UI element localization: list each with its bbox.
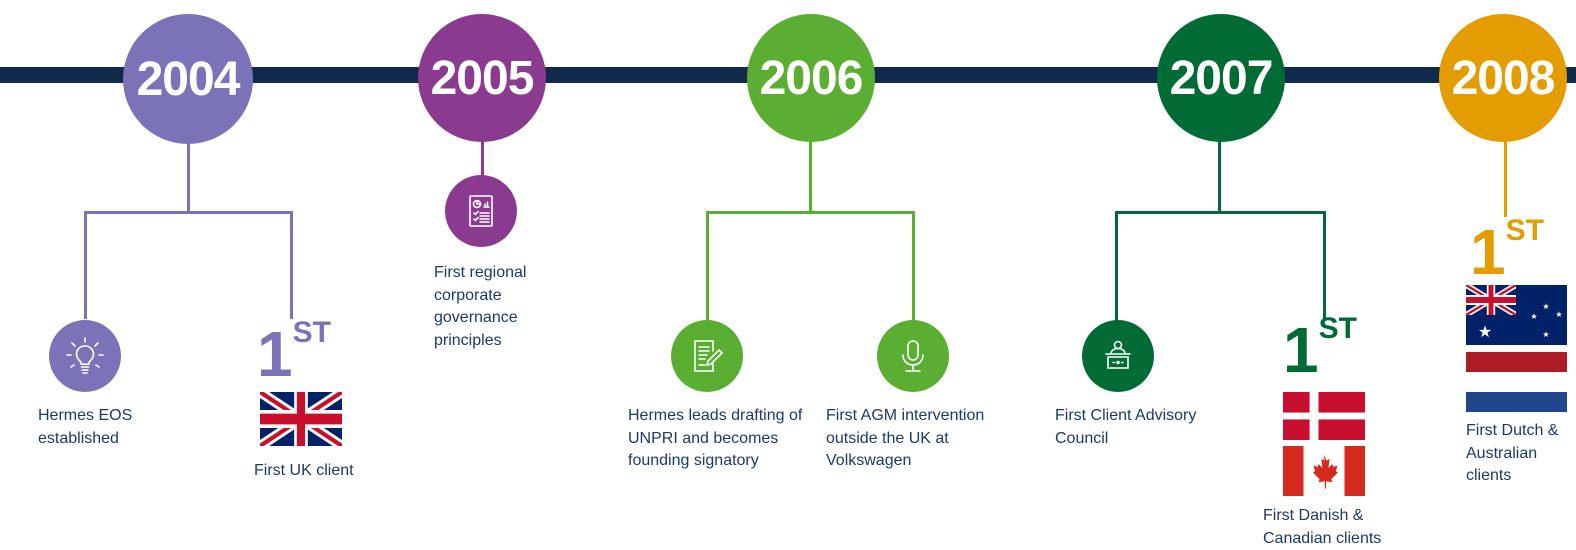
year-2008-badge: 2008 xyxy=(1439,14,1567,142)
milestone-agm-text: First AGM intervention outside the UK at… xyxy=(826,407,985,469)
svg-text:★: ★ xyxy=(1555,310,1562,319)
first-ordinal-uk: 1ST xyxy=(257,316,331,390)
year-2005-badge: 2005 xyxy=(418,14,546,142)
svg-text:★: ★ xyxy=(1542,330,1549,339)
microphone-icon xyxy=(877,320,949,392)
branch-2007-left xyxy=(1115,211,1118,321)
year-2004-badge: 2004 xyxy=(123,14,253,144)
svg-text:★: ★ xyxy=(1478,324,1492,341)
denmark-flag-icon xyxy=(1283,392,1365,440)
branch-2006 xyxy=(706,211,915,214)
first-ordinal-dutch: 1ST xyxy=(1470,214,1544,288)
branch-2004-left xyxy=(84,211,87,319)
connector-2006 xyxy=(809,140,812,214)
year-2006-badge: 2006 xyxy=(747,14,875,142)
branch-2004-right xyxy=(290,211,293,319)
connector-2005 xyxy=(481,140,484,178)
branch-2006-right xyxy=(912,211,915,321)
podium-speaker-icon xyxy=(1082,320,1154,392)
milestone-uk-text: First UK client xyxy=(254,462,354,479)
uk-flag-icon xyxy=(260,392,342,446)
milestone-eos-text: Hermes EOS established xyxy=(38,407,133,447)
netherlands-flag-icon xyxy=(1466,352,1567,412)
milestone-dutch-text: First Dutch & Australian clients xyxy=(1466,422,1559,484)
connector-2008 xyxy=(1504,140,1507,217)
australia-flag-icon: ★ ★ ★ ★ ★ xyxy=(1466,285,1567,345)
svg-text:★: ★ xyxy=(1530,312,1537,321)
first-ordinal-danish: 1ST xyxy=(1283,312,1357,386)
connector-2007 xyxy=(1218,140,1221,214)
svg-text:★: ★ xyxy=(1542,302,1549,311)
milestone-regional-text: First regional corporate governance prin… xyxy=(434,264,527,349)
milestone-unpri-text: Hermes leads drafting of UNPRI and becom… xyxy=(628,407,803,469)
milestone-council-text: First Client Advisory Council xyxy=(1055,407,1197,447)
branch-2007 xyxy=(1115,211,1326,214)
connector-2004 xyxy=(187,140,190,214)
year-2007-badge: 2007 xyxy=(1157,14,1285,142)
lightbulb-icon xyxy=(49,320,121,392)
document-pen-icon xyxy=(671,320,743,392)
branch-2004 xyxy=(84,211,293,214)
branch-2006-left xyxy=(706,211,709,321)
branch-2007-right xyxy=(1323,211,1326,321)
document-chart-icon xyxy=(445,175,517,247)
milestone-danish-text: First Danish & Canadian clients xyxy=(1263,507,1382,547)
canada-flag-icon xyxy=(1283,446,1365,496)
